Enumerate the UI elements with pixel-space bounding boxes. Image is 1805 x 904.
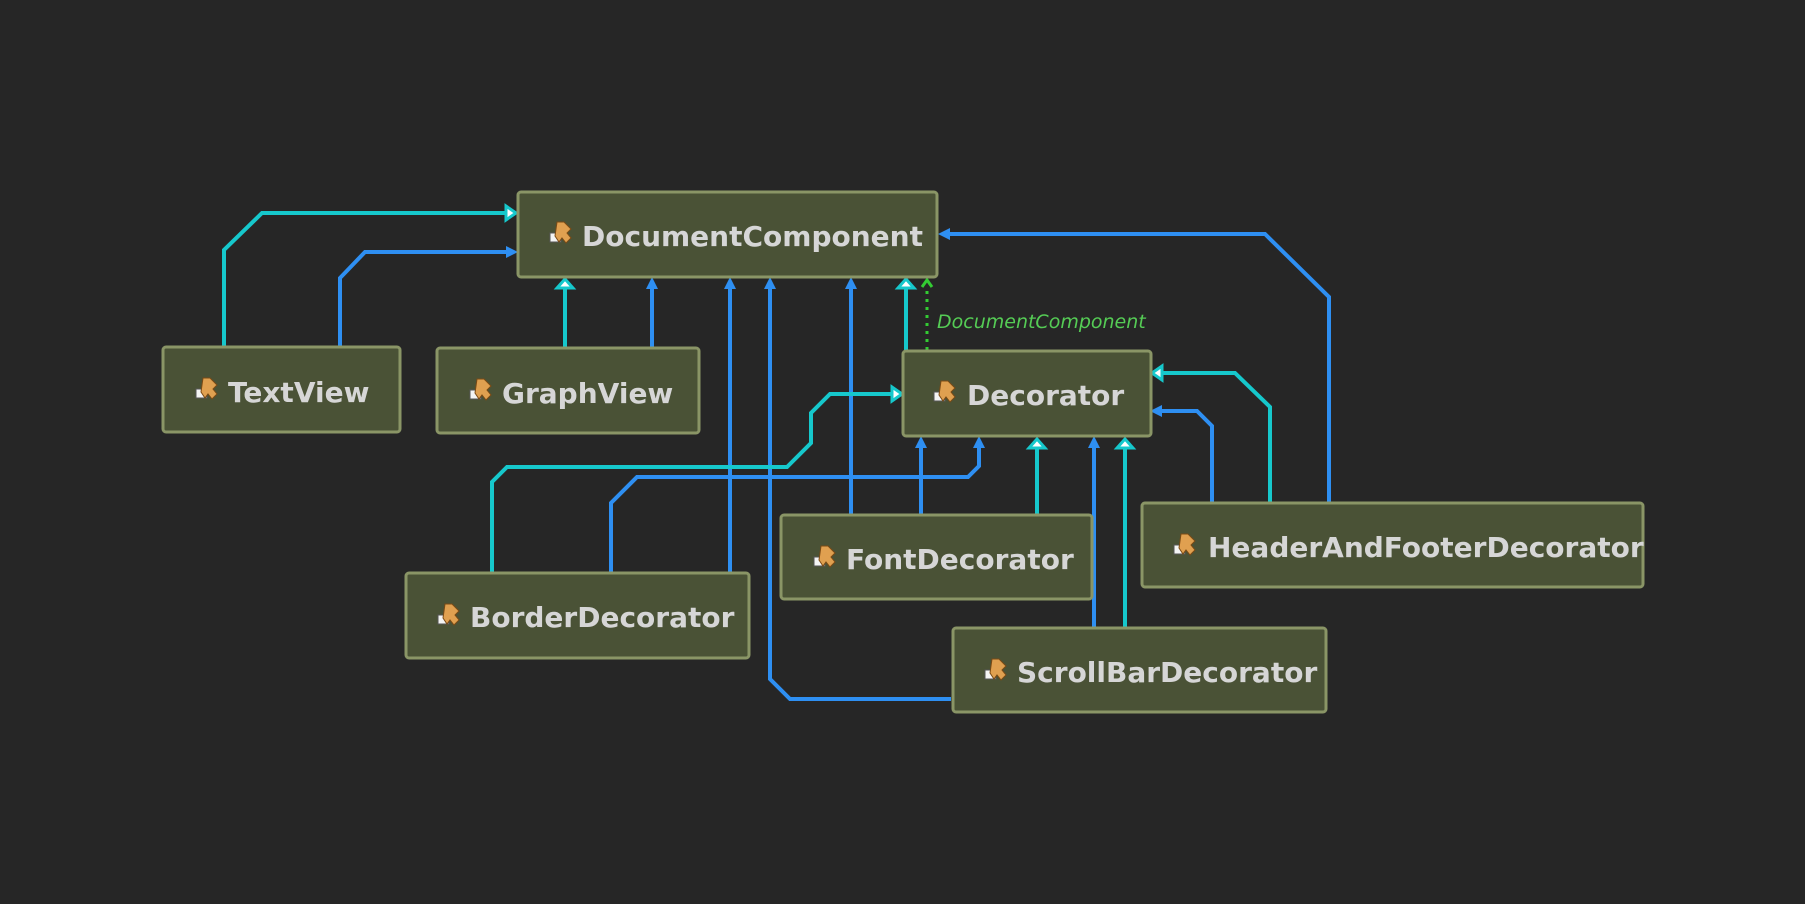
node-label: DocumentComponent bbox=[582, 220, 923, 253]
inheritance-arrowhead-icon bbox=[504, 203, 519, 223]
node-label: GraphView bbox=[502, 377, 673, 410]
inheritance-arrowhead-icon bbox=[1149, 363, 1164, 383]
edge-headerandfooterdecorator-inherits-decorator[interactable] bbox=[1160, 371, 1272, 502]
node-borderdecorator[interactable]: BorderDecorator bbox=[404, 571, 751, 660]
association-arrowhead-icon bbox=[764, 277, 776, 289]
node-scrollbardecorator[interactable]: ScrollBarDecorator bbox=[951, 626, 1328, 714]
edge-borderdecorator-associates-decorator[interactable] bbox=[609, 445, 981, 572]
node-fontdecorator[interactable]: FontDecorator bbox=[779, 513, 1094, 601]
node-label: BorderDecorator bbox=[470, 601, 735, 634]
inheritance-arrowhead-icon bbox=[1025, 436, 1049, 450]
edge-borderdecorator-inherits-decorator[interactable] bbox=[490, 392, 894, 572]
node-box bbox=[951, 626, 1328, 714]
node-box bbox=[404, 571, 751, 660]
node-label: Decorator bbox=[967, 379, 1124, 412]
association-arrowhead-icon bbox=[845, 277, 857, 289]
node-documentcomponent[interactable]: DocumentComponent bbox=[516, 190, 939, 279]
node-label: FontDecorator bbox=[846, 543, 1074, 576]
dependency-arrowhead-icon bbox=[920, 277, 934, 288]
class-icon bbox=[1173, 533, 1196, 556]
node-box bbox=[901, 349, 1153, 438]
node-label: HeaderAndFooterDecorator bbox=[1208, 531, 1644, 564]
node-label: ScrollBarDecorator bbox=[1017, 656, 1317, 689]
association-arrowhead-icon bbox=[506, 246, 518, 258]
inheritance-arrowhead-icon bbox=[894, 276, 918, 290]
edge-textview-inherits-documentcomponent[interactable] bbox=[222, 211, 510, 346]
node-box bbox=[435, 346, 701, 435]
node-textview[interactable]: TextView bbox=[161, 345, 402, 434]
class-icon bbox=[469, 378, 492, 401]
class-icon bbox=[195, 377, 218, 400]
association-arrowhead-icon bbox=[646, 277, 658, 289]
node-label: TextView bbox=[228, 376, 369, 409]
edge-headerandfooterdecorator-associates-documentcomponent[interactable] bbox=[948, 232, 1331, 502]
dependency-label: DocumentComponent bbox=[937, 311, 1147, 333]
node-box bbox=[516, 190, 939, 279]
node-box bbox=[161, 345, 402, 434]
class-icon bbox=[813, 545, 836, 568]
inheritance-arrowhead-icon bbox=[890, 384, 905, 404]
node-decorator[interactable]: Decorator bbox=[901, 349, 1153, 438]
class-icon bbox=[984, 658, 1007, 681]
edge-scrollbardecorator-associates-documentcomponent[interactable] bbox=[768, 286, 951, 701]
edge-headerandfooterdecorator-associates-decorator[interactable] bbox=[1160, 409, 1214, 502]
node-graphview[interactable]: GraphView bbox=[435, 346, 701, 435]
association-arrowhead-icon bbox=[724, 277, 736, 289]
association-arrowhead-icon bbox=[973, 436, 985, 448]
association-arrowhead-icon bbox=[1150, 405, 1162, 417]
edges: DocumentComponent bbox=[222, 203, 1331, 701]
inheritance-arrowhead-icon bbox=[1113, 436, 1137, 450]
association-arrowhead-icon bbox=[938, 228, 950, 240]
association-arrowhead-icon bbox=[1088, 436, 1100, 448]
edge-textview-associates-documentcomponent[interactable] bbox=[338, 250, 508, 346]
inheritance-arrowhead-icon bbox=[553, 276, 577, 290]
node-box bbox=[1140, 501, 1645, 589]
abstract-class-icon bbox=[549, 221, 572, 244]
node-box bbox=[779, 513, 1094, 601]
association-arrowhead-icon bbox=[915, 436, 927, 448]
node-headerandfooterdecorator[interactable]: HeaderAndFooterDecorator bbox=[1140, 501, 1645, 589]
abstract-class-icon bbox=[933, 380, 956, 403]
class-icon bbox=[437, 603, 460, 626]
